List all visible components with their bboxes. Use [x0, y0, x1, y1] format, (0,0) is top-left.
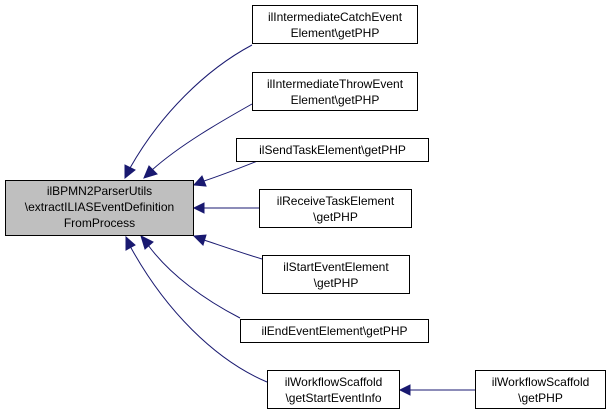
edge-scaffold-php-to-scaffold-info	[398, 384, 475, 396]
node-send-line-1: ilSendTaskElement\getPHP	[259, 143, 406, 157]
node-catch[interactable]: ilIntermediateCatchEvent Element\getPHP	[252, 5, 418, 44]
node-start-line-1: ilStartEventElement	[283, 260, 389, 274]
node-scaffold-info[interactable]: ilWorkflowScaffold \getStartEventInfo	[267, 370, 400, 409]
node-root[interactable]: ilBPMN2ParserUtils \extractILIASEventDef…	[5, 180, 194, 236]
node-throw-line-2: Element\getPHP	[291, 93, 380, 107]
node-root-line-3: FromProcess	[64, 216, 135, 230]
node-send[interactable]: ilSendTaskElement\getPHP	[236, 138, 429, 162]
edge-end-to-root	[140, 235, 241, 319]
node-throw-line-1: ilIntermediateThrowEvent	[267, 77, 404, 91]
edge-scaffold-info-to-root	[125, 235, 268, 383]
edge-throw-to-root	[143, 103, 253, 179]
node-scaffold-php[interactable]: ilWorkflowScaffold \getPHP	[475, 370, 606, 409]
node-throw[interactable]: ilIntermediateThrowEvent Element\getPHP	[252, 72, 418, 111]
node-scaffold-info-line-1: ilWorkflowScaffold	[285, 375, 383, 389]
node-catch-line-2: Element\getPHP	[291, 26, 380, 40]
edge-receive-to-root	[192, 202, 259, 214]
node-root-line-1: ilBPMN2ParserUtils	[47, 184, 152, 198]
node-catch-line-1: ilIntermediateCatchEvent	[268, 10, 403, 24]
edge-send-to-root	[192, 159, 261, 187]
edge-catch-to-root	[124, 44, 253, 180]
node-scaffold-php-line-2: \getPHP	[518, 391, 563, 405]
node-end-line-1: ilEndEventElement\getPHP	[261, 324, 407, 338]
edge-start-to-root	[192, 234, 263, 260]
node-receive-line-2: \getPHP	[313, 210, 358, 224]
node-end[interactable]: ilEndEventElement\getPHP	[240, 319, 429, 343]
node-scaffold-php-line-1: ilWorkflowScaffold	[492, 375, 590, 389]
node-scaffold-info-line-2: \getStartEventInfo	[285, 391, 381, 405]
node-start-line-2: \getPHP	[314, 276, 359, 290]
node-receive[interactable]: ilReceiveTaskElement \getPHP	[259, 189, 412, 228]
node-receive-line-1: ilReceiveTaskElement	[277, 194, 395, 208]
node-start[interactable]: ilStartEventElement \getPHP	[262, 255, 410, 294]
node-root-line-2: \extractILIASEventDefinition	[25, 200, 174, 214]
